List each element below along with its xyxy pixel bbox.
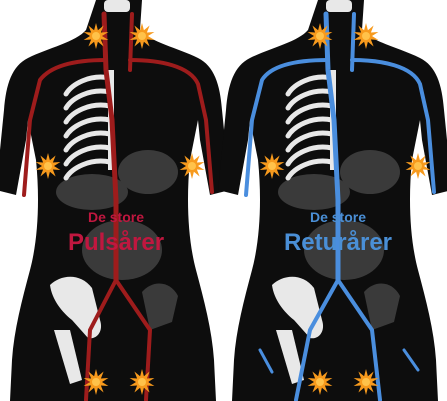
caption-big: Returårer	[284, 229, 392, 256]
neck	[326, 0, 352, 12]
panel-arteries: De store Pulsårer	[0, 0, 230, 401]
caption-big: Pulsårer	[68, 229, 164, 256]
caption-small: De store	[88, 209, 144, 225]
organ-stomach	[118, 150, 178, 194]
panel-veins: De store Returårer	[218, 0, 447, 401]
caption-small: De store	[310, 209, 366, 225]
organ-stomach	[340, 150, 400, 194]
neck	[104, 0, 130, 12]
